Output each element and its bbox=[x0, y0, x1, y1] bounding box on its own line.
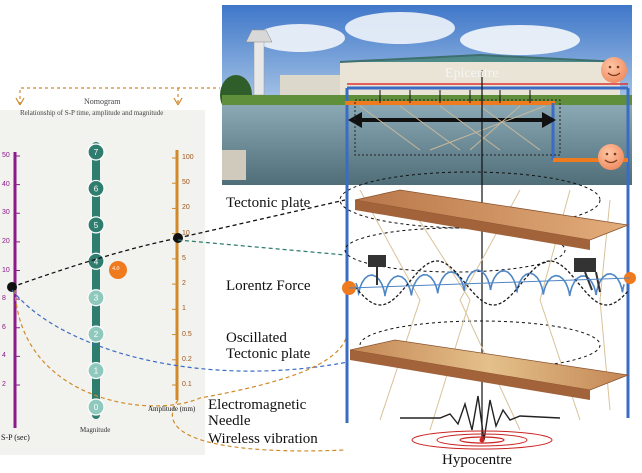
label-wireless-vibration: Wireless vibration bbox=[208, 431, 318, 448]
label-tectonic-plate: Tectonic plate bbox=[226, 195, 310, 212]
amplitude-tick-label: 0.5 bbox=[182, 331, 192, 338]
amplitude-tick-label: 100 bbox=[182, 154, 194, 161]
magnitude-tick-label: 6 bbox=[94, 184, 99, 193]
amplitude-tick-label: 50 bbox=[182, 179, 190, 186]
sp-tick-label: 6 bbox=[2, 324, 6, 331]
magnitude-tick-label: 7 bbox=[94, 148, 99, 157]
magnitude-tick-label: 5 bbox=[94, 221, 99, 230]
label-oscillated-line1: Oscillated bbox=[226, 330, 287, 347]
nomogram-subtitle: Relationship of S-P time, amplitude and … bbox=[20, 109, 163, 117]
sp-tick-label: 10 bbox=[2, 267, 10, 274]
seismic-trace bbox=[400, 396, 560, 440]
amplitude-tick-label: 5 bbox=[182, 255, 186, 262]
magnitude-axis-label: Magnitude bbox=[80, 426, 110, 434]
sp-tick-label: 2 bbox=[2, 381, 6, 388]
sensor-device bbox=[368, 255, 386, 285]
sp-axis-label: S-P (sec) bbox=[1, 433, 30, 442]
label-needle: Needle bbox=[208, 413, 250, 430]
label-oscillated-line2: Tectonic plate bbox=[226, 346, 310, 363]
sp-tick-label: 30 bbox=[2, 209, 10, 216]
amplitude-axis-label: Amplitude (mm) bbox=[148, 405, 195, 413]
magnitude-tick-label: 0 bbox=[94, 403, 99, 412]
amplitude-tick-label: 10 bbox=[182, 230, 190, 237]
hypocentre-point bbox=[480, 438, 485, 443]
mechanism bbox=[340, 172, 636, 449]
smiley-face-icon bbox=[601, 57, 627, 83]
nomogram-title: Nomogram bbox=[84, 97, 120, 106]
label-lorentz-force: Lorentz Force bbox=[226, 278, 311, 295]
sp-tick-label: 4 bbox=[2, 352, 6, 359]
sp-tick-label: 8 bbox=[2, 295, 6, 302]
magnitude-tick-label: 2 bbox=[94, 330, 99, 339]
magnitude-tick-label: 4 bbox=[94, 257, 99, 266]
cloud bbox=[460, 25, 580, 55]
smiley-face-icon bbox=[598, 144, 624, 170]
lake-wall bbox=[222, 150, 246, 180]
amplitude-tick-label: 0.1 bbox=[182, 381, 192, 388]
sp-tick-label: 40 bbox=[2, 181, 10, 188]
amplitude-tick-label: 20 bbox=[182, 204, 190, 211]
label-electromagnetic: Electromagnetic bbox=[208, 397, 306, 414]
lake bbox=[222, 105, 632, 185]
cloud bbox=[345, 12, 455, 44]
building-left bbox=[280, 75, 340, 97]
amplitude-tick-label: 0.2 bbox=[182, 356, 192, 363]
sp-tick-label: 20 bbox=[2, 238, 10, 245]
sp-tick-label: 50 bbox=[2, 152, 10, 159]
magnitude-tick-label: 1 bbox=[94, 367, 99, 376]
magnitude-tick-label: 3 bbox=[94, 294, 99, 303]
tower bbox=[254, 40, 264, 95]
magnitude-reading-label: 4.0 bbox=[112, 266, 120, 272]
amplitude-tick-label: 1 bbox=[182, 305, 186, 312]
bracket-arrowhead bbox=[16, 98, 24, 105]
label-hypocentre: Hypocentre bbox=[442, 452, 512, 469]
amplitude-tick-label: 2 bbox=[182, 280, 186, 287]
sensor-device bbox=[574, 258, 600, 292]
label-epicentre: Epicentre bbox=[445, 66, 499, 82]
